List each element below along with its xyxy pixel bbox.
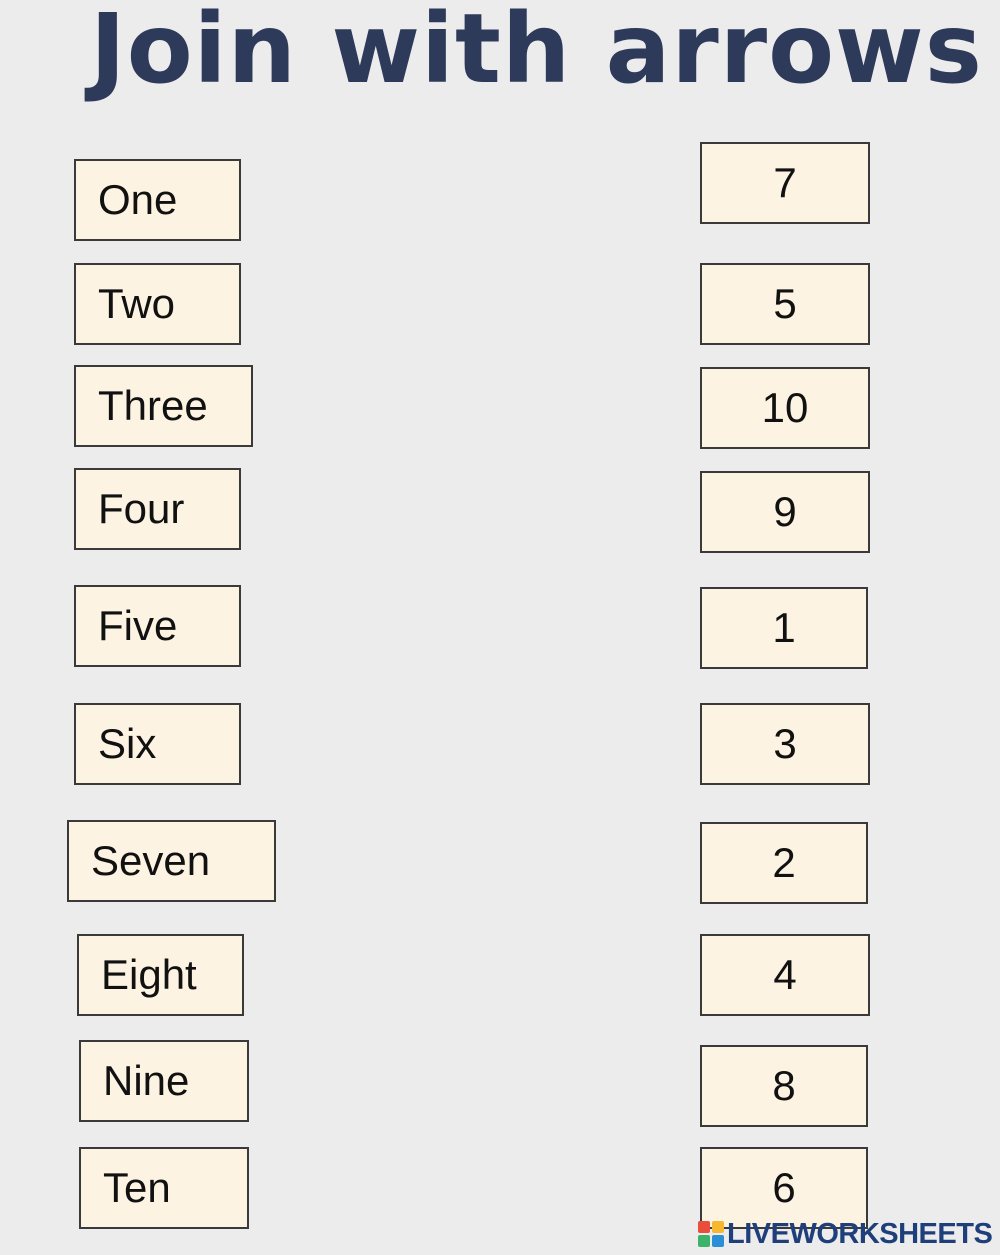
word-box-ten[interactable]: Ten xyxy=(79,1147,249,1229)
number-box-6[interactable]: 6 xyxy=(700,1147,868,1229)
page-title: Join with arrows xyxy=(90,0,983,105)
number-box-10[interactable]: 10 xyxy=(700,367,870,449)
word-box-three[interactable]: Three xyxy=(74,365,253,447)
number-box-5[interactable]: 5 xyxy=(700,263,870,345)
number-box-9[interactable]: 9 xyxy=(700,471,870,553)
word-box-eight[interactable]: Eight xyxy=(77,934,244,1016)
word-box-nine[interactable]: Nine xyxy=(79,1040,249,1122)
number-box-7[interactable]: 7 xyxy=(700,142,870,224)
word-box-two[interactable]: Two xyxy=(74,263,241,345)
number-box-8[interactable]: 8 xyxy=(700,1045,868,1127)
brand-name: LIVEWORKSHEETS xyxy=(727,1217,993,1250)
word-box-four[interactable]: Four xyxy=(74,468,241,550)
number-box-1[interactable]: 1 xyxy=(700,587,868,669)
number-box-2[interactable]: 2 xyxy=(700,822,868,904)
word-box-one[interactable]: One xyxy=(74,159,241,241)
number-box-3[interactable]: 3 xyxy=(700,703,870,785)
brand-logo: LIVEWORKSHEETS xyxy=(698,1217,993,1250)
word-box-five[interactable]: Five xyxy=(74,585,241,667)
number-box-4[interactable]: 4 xyxy=(700,934,870,1016)
liveworksheets-logo-icon xyxy=(698,1221,724,1247)
word-box-seven[interactable]: Seven xyxy=(67,820,276,902)
word-box-six[interactable]: Six xyxy=(74,703,241,785)
